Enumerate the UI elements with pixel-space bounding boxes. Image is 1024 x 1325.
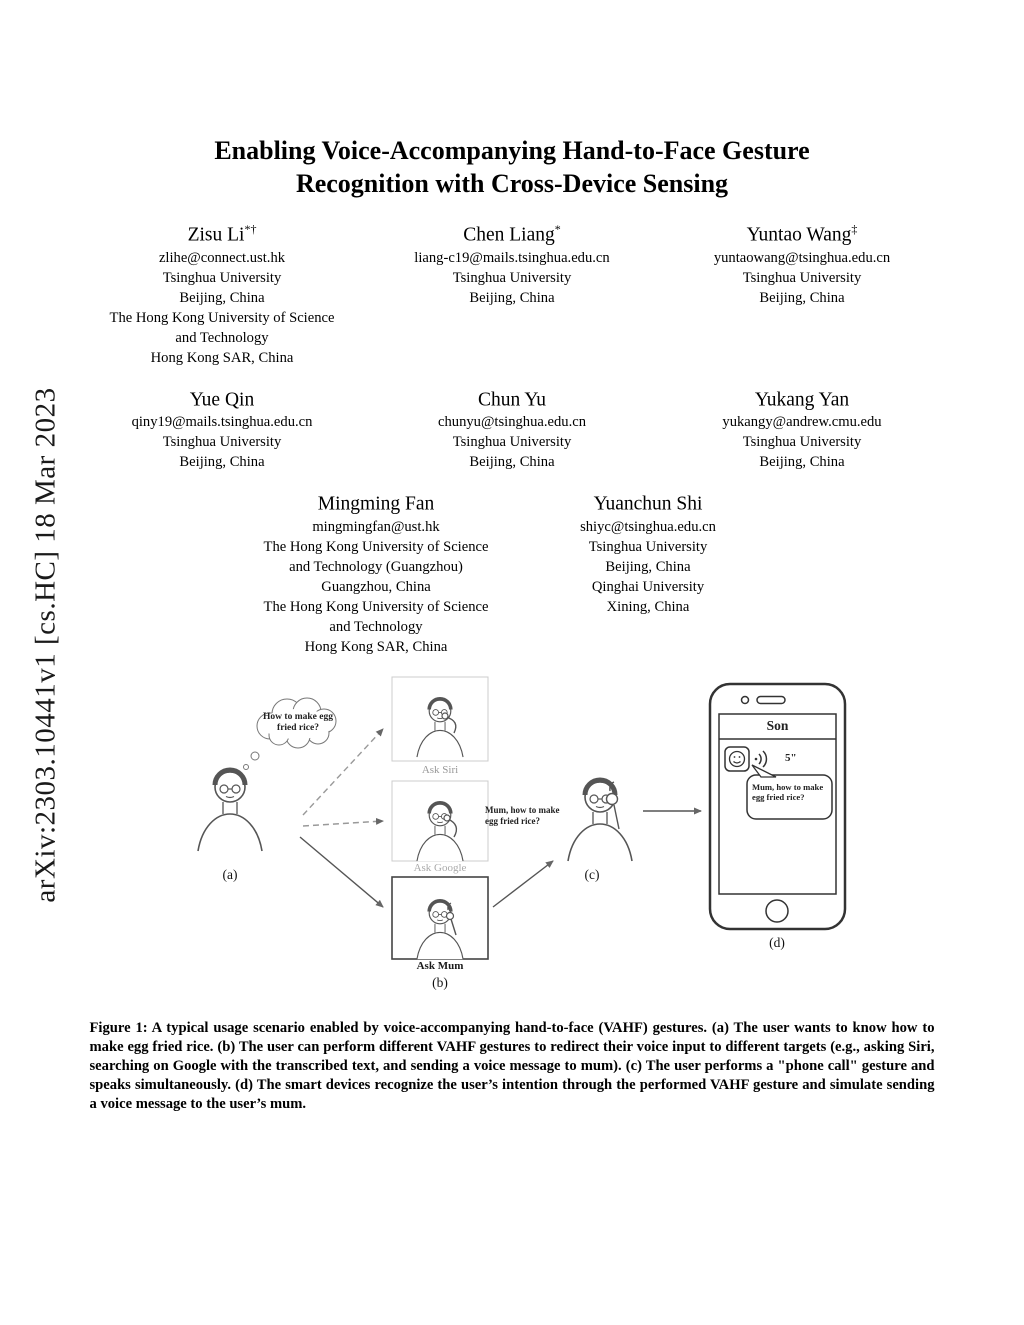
author-location: Hong Kong SAR, China (304, 638, 448, 655)
author-block-yue-qin: Yue Qin qiny19@mails.tsinghua.edu.cn Tsi… (77, 382, 367, 473)
author-email: qiny19@mails.tsinghua.edu.cn (131, 414, 313, 430)
author-name: Yuntao Wang‡ (657, 217, 947, 248)
message-bubble (746, 763, 833, 820)
author-location: Beijing, China (759, 454, 845, 470)
author-name: Chun Yu (367, 382, 657, 413)
paper-title: Enabling Voice-Accompanying Hand-to-Face… (0, 0, 1024, 200)
phone-contact-name: Son (766, 717, 789, 733)
author-email: yuntaowang@tsinghua.edu.cn (713, 249, 891, 266)
arrow-to-mum (299, 835, 384, 908)
user-sketch-c (568, 780, 632, 861)
author-block-yuanchun-shi: Yuanchun Shi shiyc@tsinghua.edu.cn Tsing… (512, 486, 784, 617)
author-name: Mingming Fan (240, 486, 512, 517)
author-affiliation: Tsinghua University (452, 269, 572, 286)
author-affiliation: and Technology (175, 329, 269, 346)
author-affiliation: and Technology (329, 618, 423, 635)
author-email: yukangy@andrew.cmu.edu (722, 414, 882, 430)
author-location: Beijing, China (179, 454, 265, 470)
author-email: zlihe@connect.ust.hk (158, 249, 286, 266)
phone-speaker-icon (756, 695, 786, 704)
author-block-chun-yu: Chun Yu chunyu@tsinghua.edu.cn Tsinghua … (367, 382, 657, 473)
thought-bubble (256, 697, 337, 748)
author-name-text: Chen Liang (463, 224, 555, 246)
author-affiliation: Tsinghua University (742, 434, 862, 450)
author-affil-marker: *† (244, 222, 257, 236)
spoken-utterance-text: Mum, how to make egg fried rice? (485, 804, 560, 826)
panel-ask-siri (391, 676, 489, 761)
author-affiliation: and Technology (Guangzhou) (289, 558, 463, 575)
author-name: Zisu Li*† (77, 217, 367, 248)
thought-bubble-text: How to make egg fried rice? (263, 711, 333, 733)
author-affiliation: Tsinghua University (742, 269, 862, 286)
arxiv-watermark: arXiv:2303.10441v1 [cs.HC] 18 Mar 2023 (29, 387, 62, 903)
author-location: Beijing, China (179, 289, 265, 306)
author-affiliation: Qinghai University (591, 578, 705, 595)
author-affiliation: Tsinghua University (588, 538, 708, 555)
author-name: Chen Liang* (367, 217, 657, 248)
figure-caption: Figure 1: A typical usage scenario enabl… (89, 1019, 935, 1112)
author-affil-marker: * (554, 222, 561, 236)
author-email: liang-c19@mails.tsinghua.edu.cn (414, 249, 610, 266)
panel-caption-ask-google: Ask Google (413, 861, 467, 874)
figure-drawing (95, 676, 847, 961)
authors-row-3: Mingming Fan mingmingfan@ust.hk The Hong… (72, 486, 952, 657)
author-location: Beijing, China (605, 558, 691, 575)
subfigure-label-d: (d) (769, 934, 785, 950)
author-name-text: Mingming Fan (317, 493, 435, 515)
author-affiliation: The Hong Kong University of Science (263, 538, 489, 555)
author-location: Beijing, China (759, 289, 845, 306)
user-sketch-a (198, 751, 262, 851)
voice-message-text: Mum, how to make egg fried rice? (752, 781, 824, 803)
author-email: shiyc@tsinghua.edu.cn (580, 518, 716, 535)
panel-caption-ask-mum: Ask Mum (416, 959, 464, 972)
author-affiliation: The Hong Kong University of Science (109, 309, 335, 326)
author-location: Beijing, China (469, 289, 555, 306)
phone-camera-icon (740, 695, 750, 704)
author-affil-marker: ‡ (851, 222, 858, 236)
author-affiliation: Tsinghua University (452, 434, 572, 450)
voice-wave-icon (754, 749, 768, 768)
author-location: Guangzhou, China (321, 578, 431, 595)
author-email: chunyu@tsinghua.edu.cn (438, 414, 586, 430)
avatar-smiley-icon (724, 745, 750, 772)
author-block-yukang-yan: Yukang Yan yukangy@andrew.cmu.edu Tsingh… (657, 382, 947, 473)
arrow-mum-to-user (492, 859, 554, 908)
arrow-to-google (302, 817, 384, 827)
author-affiliation: Tsinghua University (162, 434, 282, 450)
author-name-text: Zisu Li (187, 224, 245, 246)
home-button-icon (765, 898, 789, 923)
author-location: Xining, China (606, 598, 690, 615)
panel-ask-mum (391, 875, 489, 961)
author-affiliation: Tsinghua University (162, 269, 282, 286)
author-block-mingming-fan: Mingming Fan mingmingfan@ust.hk The Hong… (240, 486, 512, 657)
title-line-1: Enabling Voice-Accompanying Hand-to-Face… (214, 136, 810, 165)
author-name-text: Yue Qin (189, 389, 255, 410)
author-name-text: Chun Yu (477, 389, 547, 410)
authors-row-1: Zisu Li*† zlihe@connect.ust.hk Tsinghua … (72, 217, 952, 368)
author-name-text: Yuanchun Shi (593, 493, 703, 515)
panel-caption-ask-siri: Ask Siri (421, 763, 459, 776)
author-name: Yukang Yan (657, 382, 947, 413)
author-block-chen-liang: Chen Liang* liang-c19@mails.tsinghua.edu… (367, 217, 657, 308)
subfigure-label-b: (b) (432, 974, 448, 990)
author-location: Beijing, China (469, 454, 555, 470)
authors-row-2: Yue Qin qiny19@mails.tsinghua.edu.cn Tsi… (72, 382, 952, 473)
title-line-2: Recognition with Cross-Device Sensing (295, 169, 729, 198)
author-block-yuntao-wang: Yuntao Wang‡ yuntaowang@tsinghua.edu.cn … (657, 217, 947, 308)
subfigure-label-a: (a) (222, 866, 238, 882)
author-affiliation: The Hong Kong University of Science (263, 598, 489, 615)
figure-1-illustration: How to make egg fried rice? Ask Siri Ask… (95, 669, 955, 1009)
author-name-text: Yukang Yan (754, 389, 850, 410)
author-name: Yuanchun Shi (512, 486, 784, 517)
author-block-zisu-li: Zisu Li*† zlihe@connect.ust.hk Tsinghua … (77, 217, 367, 368)
subfigure-label-c: (c) (584, 866, 600, 882)
panel-ask-google (391, 780, 489, 863)
author-name-text: Yuntao Wang (746, 224, 852, 246)
voice-message-duration: 5" (785, 751, 797, 764)
author-location: Hong Kong SAR, China (150, 349, 294, 366)
author-name: Yue Qin (77, 382, 367, 413)
smartphone-sketch (708, 682, 847, 930)
author-email: mingmingfan@ust.hk (312, 518, 440, 535)
